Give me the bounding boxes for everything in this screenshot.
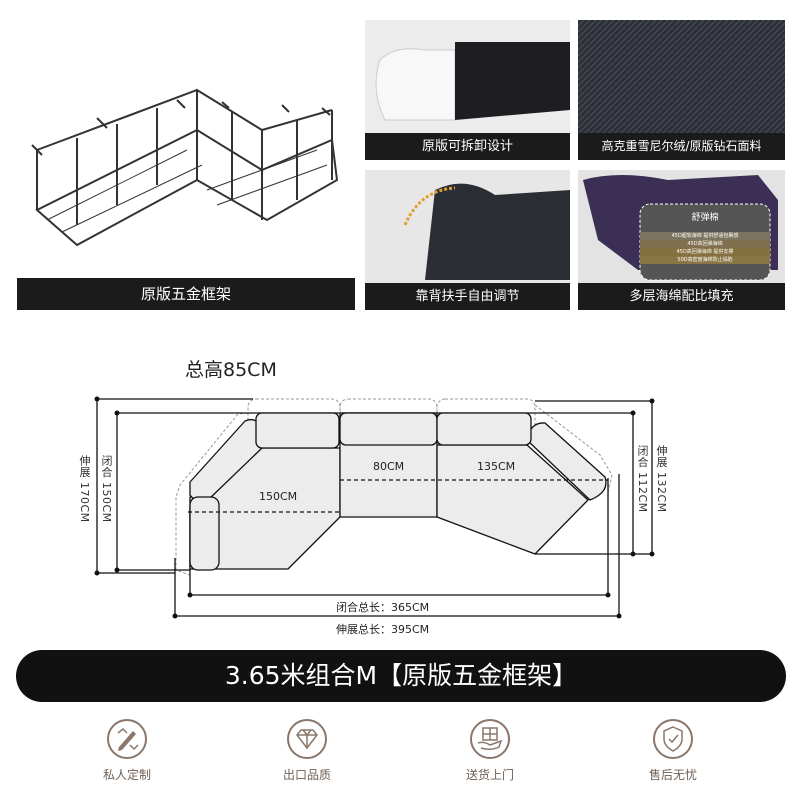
seat-left-width: 150CM <box>259 490 298 503</box>
total-height-label: 总高85CM <box>185 359 277 381</box>
diamond-icon <box>287 719 327 759</box>
expanded-total-length: 伸展总长：395CM <box>336 623 430 636</box>
detachable-panel: 原版可拆卸设计 <box>365 20 570 160</box>
adjustable-backrest-image <box>365 170 570 283</box>
frame-caption: 原版五金框架 <box>17 278 355 310</box>
metal-frame-image <box>31 88 339 247</box>
adjustable-caption: 靠背扶手自由调节 <box>365 283 570 310</box>
left-expanded-depth: 伸展 170CM <box>78 455 91 523</box>
seat-middle-width: 80CM <box>373 460 405 473</box>
right-expanded-depth: 伸展 132CM <box>655 445 668 513</box>
sponge-layer: 50D高密度海绵防止塌陷 <box>640 256 770 264</box>
feature-customization: 私人定制 <box>77 718 177 783</box>
sponge-layer: 45D超软海绵 提供舒适包裹感 <box>640 232 770 240</box>
closed-total-length: 闭合总长：365CM <box>336 601 430 614</box>
delivery-hand-box-icon <box>470 719 510 759</box>
detachable-sofa-image <box>365 20 570 133</box>
pencil-ruler-icon <box>107 719 147 759</box>
back-cushion-right <box>436 412 532 446</box>
adjustable-panel: 靠背扶手自由调节 <box>365 170 570 310</box>
sponge-top-layer: 舒弹棉 <box>691 213 719 223</box>
feature-label: 私人定制 <box>102 768 151 782</box>
sofa-dimension-diagram <box>94 396 655 619</box>
feature-export-quality: 出口品质 <box>257 718 357 783</box>
back-cushion-middle <box>339 412 438 446</box>
right-closed-depth: 闭合 112CM <box>636 445 649 513</box>
chaise-cushion <box>189 496 220 571</box>
feature-after-sales: 售后无忧 <box>623 718 723 783</box>
fabric-caption: 高克重雪尼尔绒/原版钻石面料 <box>578 133 785 160</box>
fabric-panel: 高克重雪尼尔绒/原版钻石面料 <box>578 20 785 160</box>
feature-label: 售后无忧 <box>648 768 697 782</box>
frame-panel: 原版五金框架 <box>17 20 355 310</box>
feature-home-delivery: 送货上门 <box>440 718 540 783</box>
detachable-caption: 原版可拆卸设计 <box>365 133 570 160</box>
sponge-caption: 多层海绵配比填充 <box>578 283 785 310</box>
product-title-banner: 3.65米组合M【原版五金框架】 <box>16 650 786 702</box>
left-closed-depth: 闭合 150CM <box>100 455 113 523</box>
sponge-layer: 45D高回弹海绵 <box>640 240 770 248</box>
back-cushion-left <box>255 412 340 449</box>
feature-label: 送货上门 <box>465 768 514 782</box>
fabric-texture-image <box>578 20 785 133</box>
shield-check-icon <box>653 719 693 759</box>
dimension-lines <box>96 398 653 617</box>
sponge-panel: 舒弹棉 45D超软海绵 提供舒适包裹感 45D高回弹海绵 45D高回弹海绵 提供… <box>578 170 785 310</box>
feature-label: 出口品质 <box>282 768 331 782</box>
sponge-layer-list: 45D超软海绵 提供舒适包裹感 45D高回弹海绵 45D高回弹海绵 提供支撑 5… <box>640 232 770 264</box>
seat-right-width: 135CM <box>477 460 516 473</box>
sponge-layer: 45D高回弹海绵 提供支撑 <box>640 248 770 256</box>
